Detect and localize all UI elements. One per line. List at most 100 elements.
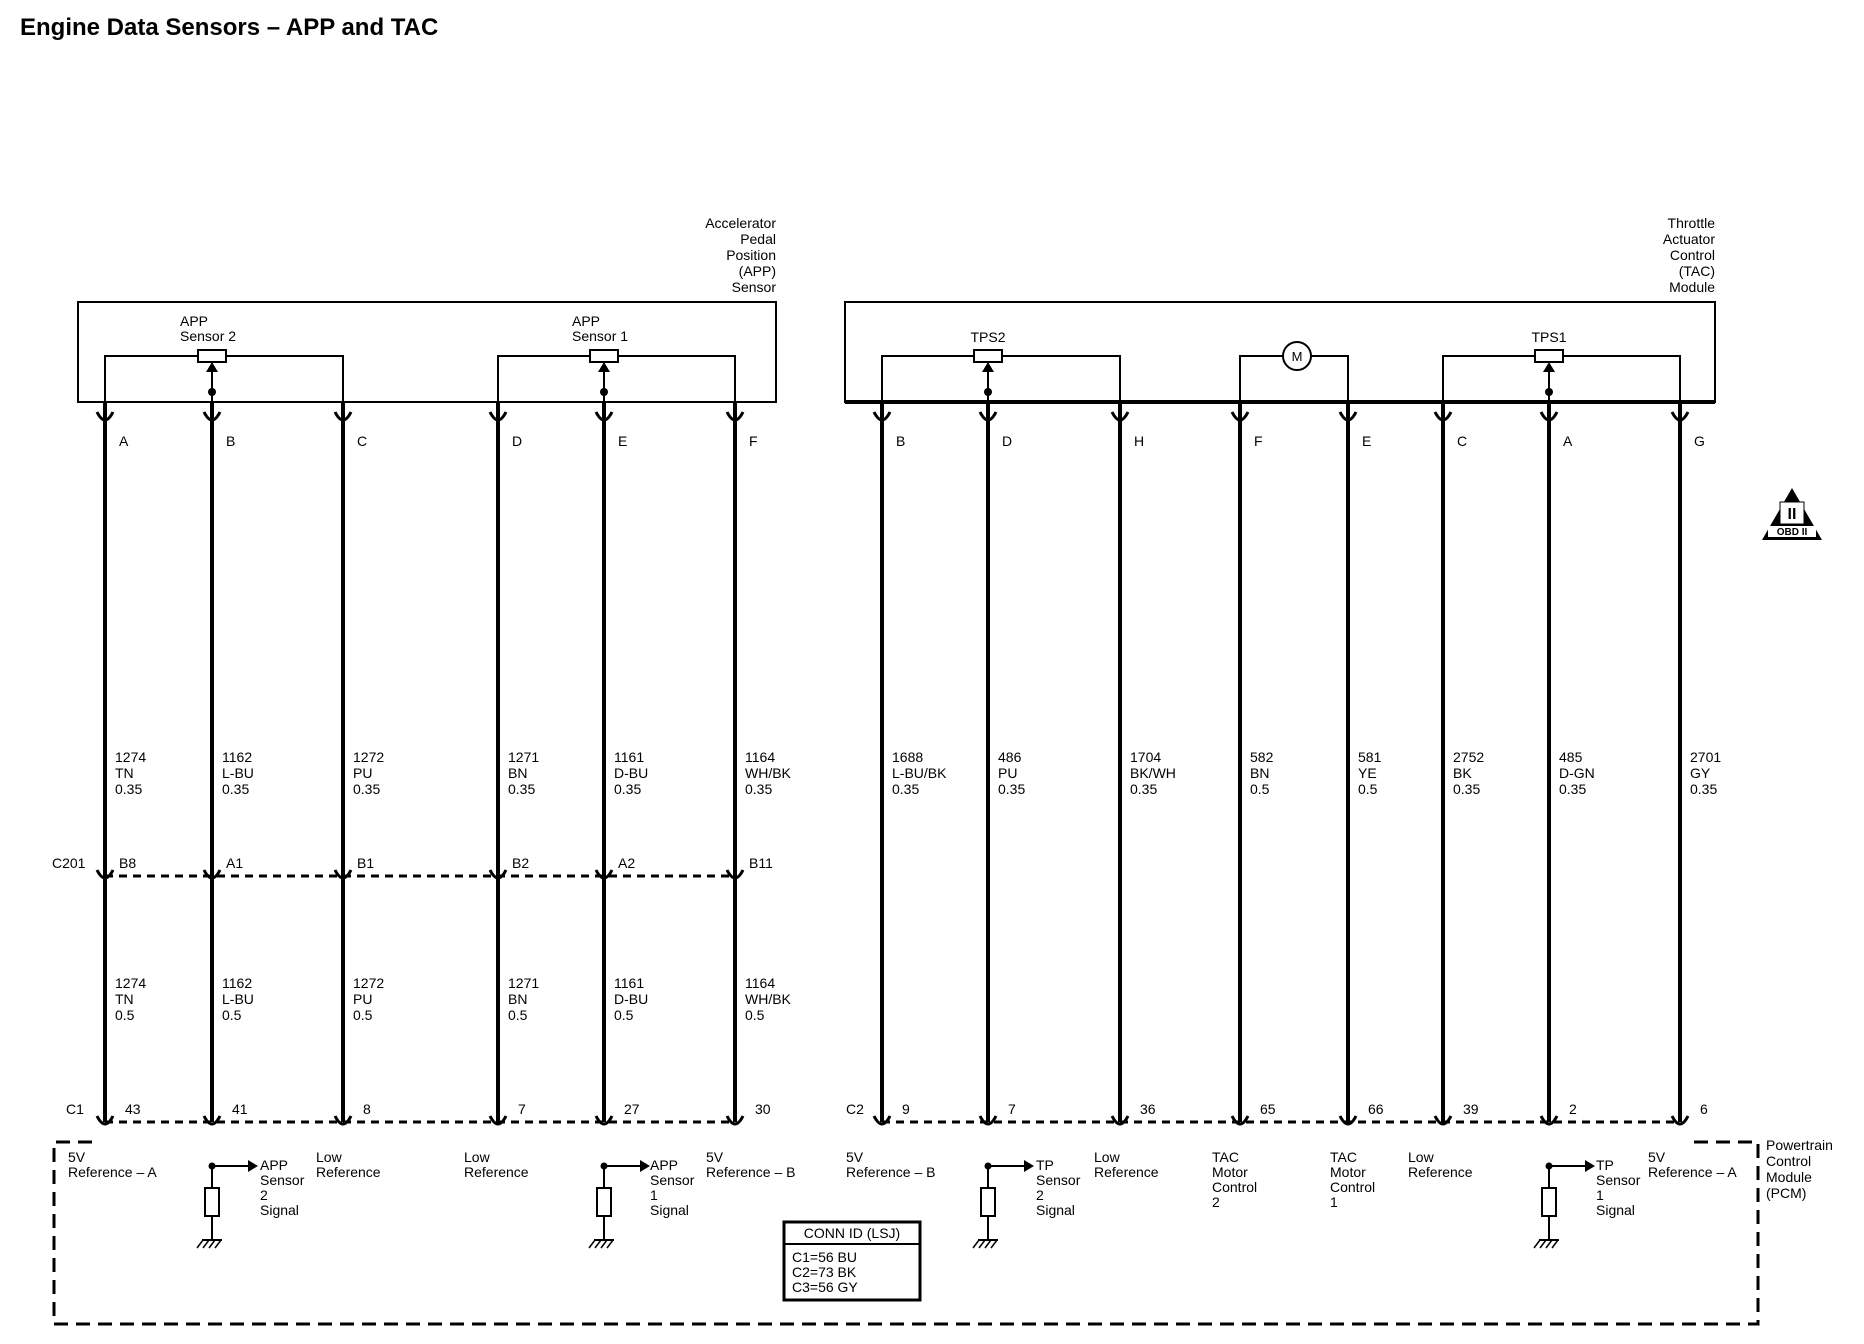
c201-cavity-label: A1	[226, 855, 243, 871]
pcm-c1-pin-terminal	[725, 1115, 745, 1126]
app-sensor-pin-label: D	[512, 433, 522, 449]
app-wire-upper-label: 0.35	[115, 781, 142, 797]
tac-module-pin-terminal	[1433, 411, 1453, 422]
pcm-c1-pin-terminal	[95, 1115, 115, 1126]
tac-module-pin-label: A	[1563, 433, 1573, 449]
app-wire-upper-label: 1274	[115, 749, 146, 765]
ground-icon	[990, 1239, 998, 1249]
pcm-c1-circuit-label: Low	[464, 1149, 491, 1165]
app-wire-upper-label: PU	[353, 765, 372, 781]
pcm-c1-pin-label: 7	[518, 1101, 526, 1117]
pcm-c2-pin-terminal	[1230, 1115, 1250, 1126]
pcm-c2-pin-label: 2	[1569, 1101, 1577, 1117]
app-sensor-label: (APP)	[739, 263, 776, 279]
app-sensor2-arrow	[206, 362, 218, 372]
app-sensor-pin-label: E	[618, 433, 627, 449]
pcm-c2-circuit-label: TP	[1596, 1157, 1614, 1173]
pcm-c2-circuit-label: Motor	[1330, 1164, 1366, 1180]
tac-wire-label: D-GN	[1559, 765, 1595, 781]
tac-wire-label: 0.35	[892, 781, 919, 797]
tac-module-pin-terminal	[1670, 411, 1690, 422]
tac-module-pin-terminal	[1539, 411, 1559, 422]
ground-icon	[606, 1239, 614, 1249]
pcm-c2-pin-label: 66	[1368, 1101, 1384, 1117]
tac-module-label: Control	[1670, 247, 1715, 263]
ground-icon	[600, 1239, 608, 1249]
tac-wire-label: 0.35	[1130, 781, 1157, 797]
signal-arrow-head	[640, 1160, 650, 1172]
tac-module-label: Module	[1669, 279, 1715, 295]
app-wire-lower-label: TN	[115, 991, 134, 1007]
conn-id-header: CONN ID (LSJ)	[804, 1225, 900, 1241]
tac-module-pin-label: F	[1254, 433, 1263, 449]
tps1-arrow	[1543, 362, 1555, 372]
tac-wire-label: YE	[1358, 765, 1377, 781]
pcm-c1-pin-terminal	[202, 1115, 222, 1126]
app-wire-upper-label: L-BU	[222, 765, 254, 781]
tac-module-pin-label: G	[1694, 433, 1705, 449]
pcm-c1-pin-terminal	[594, 1115, 614, 1126]
app-wire-upper-label: TN	[115, 765, 134, 781]
tac-module-pin-terminal	[1230, 411, 1250, 422]
c201-cavity	[202, 869, 222, 880]
conn-id-box	[782, 1220, 922, 1302]
tac-module-pin-label: D	[1002, 433, 1012, 449]
tac-wire-label: 2752	[1453, 749, 1484, 765]
pcm-c1-circuit-label: Sensor	[650, 1172, 695, 1188]
pcm-c1-circuit-label: 5V	[68, 1149, 86, 1165]
tac-wire-label: 0.35	[998, 781, 1025, 797]
c201-cavity-label: B2	[512, 855, 529, 871]
tac-wire-label: 2701	[1690, 749, 1721, 765]
pcm-c2-pin-terminal	[978, 1115, 998, 1126]
tac-wire-label: 1688	[892, 749, 923, 765]
pcm-c2-pin-terminal	[1338, 1115, 1358, 1126]
app-sensor-pin-label: C	[357, 433, 367, 449]
app-wire-lower-label: 1162	[222, 975, 252, 991]
tps2-arrow	[982, 362, 994, 372]
pcm-c2-circuit-label: Low	[1094, 1149, 1121, 1165]
motor-symbol	[1282, 341, 1312, 371]
app-sensor-pin-terminal	[725, 411, 745, 422]
tac-wire-label: 0.5	[1358, 781, 1378, 797]
app-wire-lower-label: 1274	[115, 975, 146, 991]
pcm-c2-pin-label: 39	[1463, 1101, 1479, 1117]
app-sensor-pin-terminal	[333, 411, 353, 422]
pcm-c2-pin-terminal	[1539, 1115, 1559, 1126]
tac-module-pin-label: B	[896, 433, 905, 449]
conn-id-row: C1=56 BU	[792, 1249, 857, 1265]
pcm-c2-circuit-label: 1	[1330, 1194, 1338, 1210]
pcm-c2-circuit-label: Signal	[1596, 1202, 1635, 1218]
app-wire-lower-label: 1161	[614, 975, 644, 991]
tac-wire-label: GY	[1690, 765, 1711, 781]
pcm-c2-circuit-label: Reference – B	[846, 1164, 936, 1180]
pcm-c1-circuit-label: Reference – B	[706, 1164, 796, 1180]
app-wire-upper-label: D-BU	[614, 765, 648, 781]
signal-arrow-head	[1024, 1160, 1034, 1172]
pcm-c1-circuit-label: Signal	[650, 1202, 689, 1218]
ground-icon	[208, 1239, 216, 1249]
pullup-resistor	[980, 1187, 996, 1217]
tac-module-pin-label: C	[1457, 433, 1467, 449]
app-wire-lower-label: 0.5	[353, 1007, 373, 1023]
app-sensor-label: Position	[726, 247, 776, 263]
tac-module-label: (TAC)	[1679, 263, 1715, 279]
pcm-box	[52, 1140, 1760, 1326]
obd-badge-box	[1779, 501, 1805, 525]
app-sensor-pin-terminal	[95, 411, 115, 422]
app-sensor2-resistor	[197, 349, 227, 363]
app-sensor-pin-terminal	[488, 411, 508, 422]
app-sensor2-node	[208, 388, 216, 396]
pcm-c2-name: C2	[846, 1101, 864, 1117]
pcm-c2-circuit-label: Signal	[1036, 1202, 1075, 1218]
tac-wire-label: L-BU/BK	[892, 765, 947, 781]
c201-name: C201	[52, 855, 86, 871]
c201-cavity-label: B11	[749, 855, 773, 871]
tac-wire-label: 582	[1250, 749, 1274, 765]
app-sensor1-node	[600, 388, 608, 396]
pcm-c1-circuit-label: APP	[650, 1157, 678, 1173]
pcm-c2-circuit-label: Motor	[1212, 1164, 1248, 1180]
app-sensor-label: Accelerator	[705, 215, 776, 231]
pcm-c2-pin-label: 9	[902, 1101, 910, 1117]
app-sensor-label: Pedal	[740, 231, 776, 247]
pcm-c1-circuit-label: APP	[260, 1157, 288, 1173]
